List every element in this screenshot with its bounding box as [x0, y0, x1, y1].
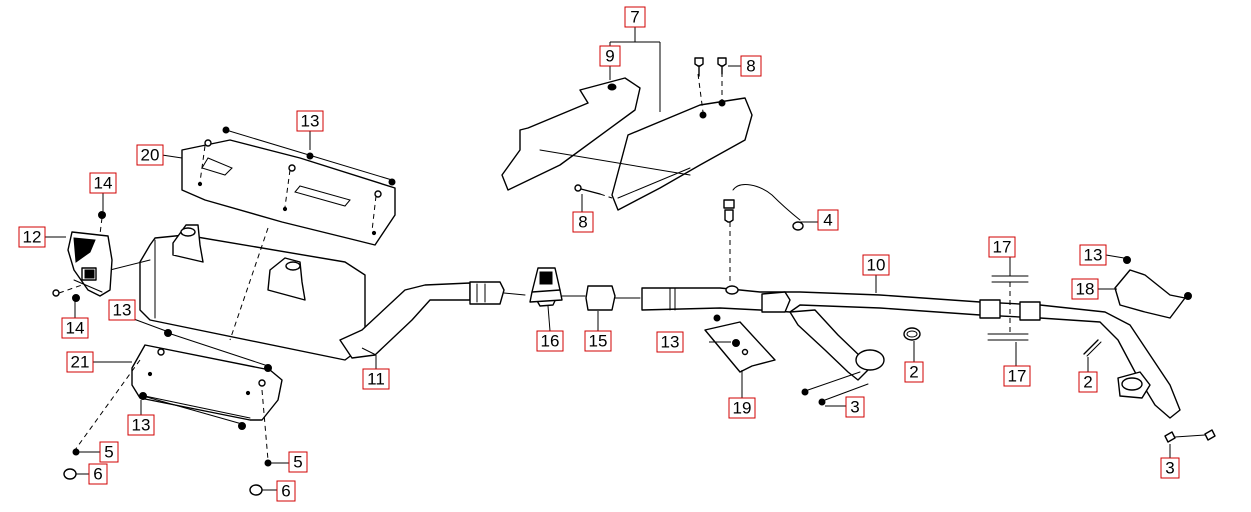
callout-16: 16: [536, 330, 564, 352]
muffler-carrier: [501, 72, 753, 211]
callout-13-end-shield: 13: [1079, 244, 1107, 266]
callout-7-text: 7: [630, 8, 639, 27]
callout-21-text: 21: [71, 353, 90, 372]
header-end-shield: [1114, 256, 1192, 319]
callout-2-left: 2: [904, 361, 924, 383]
callout-14-bottom-text: 14: [66, 319, 85, 338]
callout-10-text: 10: [867, 256, 886, 275]
bolt-5-right: [264, 459, 272, 467]
callout-5-left-text: 5: [104, 443, 113, 462]
callout-6-right-text: 6: [281, 482, 290, 501]
callout-2-right-text: 2: [1083, 373, 1092, 392]
callout-13-end-shield-text: 13: [1084, 246, 1103, 265]
callout-3-right: 3: [1160, 457, 1180, 479]
callout-14-bottom: 14: [61, 317, 89, 339]
callout-5-right-text: 5: [293, 453, 302, 472]
callout-7: 7: [624, 6, 646, 28]
callout-13-muffler: 13: [108, 299, 136, 321]
heat-shield-lower: [131, 344, 283, 421]
callout-10: 10: [862, 254, 890, 276]
callout-8-top: 8: [740, 55, 762, 77]
callout-19-text: 19: [733, 399, 752, 418]
callout-13-header-shield-text: 13: [661, 333, 680, 352]
callout-14-top-text: 14: [94, 174, 113, 193]
callout-9: 9: [599, 45, 621, 67]
shield-bolts-lower: [139, 329, 272, 430]
callout-6-left-text: 6: [93, 465, 102, 484]
callout-13-header-shield: 13: [656, 331, 684, 353]
header-pipe: [641, 285, 1181, 419]
callout-18: 18: [1071, 278, 1099, 300]
callout-5-left: 5: [99, 441, 119, 463]
shield-bolts-upper: [199, 126, 396, 232]
callout-16-text: 16: [541, 332, 560, 351]
callout-3-right-text: 3: [1165, 459, 1174, 478]
nuts-left: [801, 371, 869, 406]
callout-8-bottom-text: 8: [578, 213, 587, 232]
callout-13-top-shield: 13: [296, 110, 324, 132]
cap-screw-top: [98, 211, 106, 219]
callout-11: 11: [362, 368, 390, 390]
callout-4: 4: [817, 209, 839, 231]
nuts-right: [1164, 429, 1216, 443]
callout-2-right: 2: [1078, 371, 1098, 393]
callout-17-bottom: 17: [1003, 365, 1031, 387]
muffler: [109, 224, 366, 361]
callout-21: 21: [66, 351, 94, 373]
muffler-end-cap: [67, 231, 113, 297]
bolt-5-left: [72, 448, 80, 456]
callout-6-right: 6: [276, 480, 296, 502]
callout-12-text: 12: [23, 228, 42, 247]
cap-screw-lower-a: [52, 289, 60, 297]
washer-6-right: [249, 484, 263, 496]
leader-lines: [42, 27, 1171, 491]
cap-screw-lower-b: [72, 294, 80, 302]
callout-6-left: 6: [88, 463, 108, 485]
callout-5-right: 5: [288, 451, 308, 473]
callout-4-text: 4: [823, 211, 832, 230]
exhaust-gasket-left: [903, 327, 921, 341]
link-pipe: [339, 281, 526, 359]
callout-2-left-text: 2: [909, 363, 918, 382]
oxygen-sensor: [723, 184, 804, 282]
callout-17-top: 17: [988, 236, 1016, 258]
washer-6-left: [63, 468, 77, 480]
callout-11-text: 11: [367, 370, 385, 389]
clamp: [529, 267, 563, 307]
callout-15: 15: [584, 330, 612, 352]
callout-12: 12: [18, 226, 46, 248]
header-clamps: [979, 275, 1041, 341]
callout-8-bottom: 8: [572, 211, 594, 233]
callout-13-lower-shield: 13: [127, 414, 155, 436]
callout-20: 20: [136, 144, 164, 166]
callout-13-muffler-text: 13: [113, 301, 132, 320]
callout-9-text: 9: [605, 47, 614, 66]
callout-18-text: 18: [1076, 280, 1095, 299]
callout-3-left: 3: [845, 396, 865, 418]
callout-15-text: 15: [589, 332, 608, 351]
exhaust-gasket-right: [1083, 339, 1102, 357]
gasket: [585, 285, 616, 311]
callout-8-top-text: 8: [746, 57, 755, 76]
callout-20-text: 20: [141, 146, 160, 165]
heat-shield-upper: [181, 139, 396, 246]
callout-3-left-text: 3: [850, 398, 859, 417]
callout-17-bottom-text: 17: [1008, 367, 1027, 386]
callout-17-top-text: 17: [993, 238, 1012, 257]
callout-13-lower-shield-text: 13: [132, 416, 151, 435]
callout-19: 19: [728, 397, 756, 419]
header-heat-shield: [704, 314, 776, 373]
carrier-bolts: [574, 57, 727, 199]
callout-14-top: 14: [89, 172, 117, 194]
callout-13-top-shield-text: 13: [301, 112, 320, 131]
